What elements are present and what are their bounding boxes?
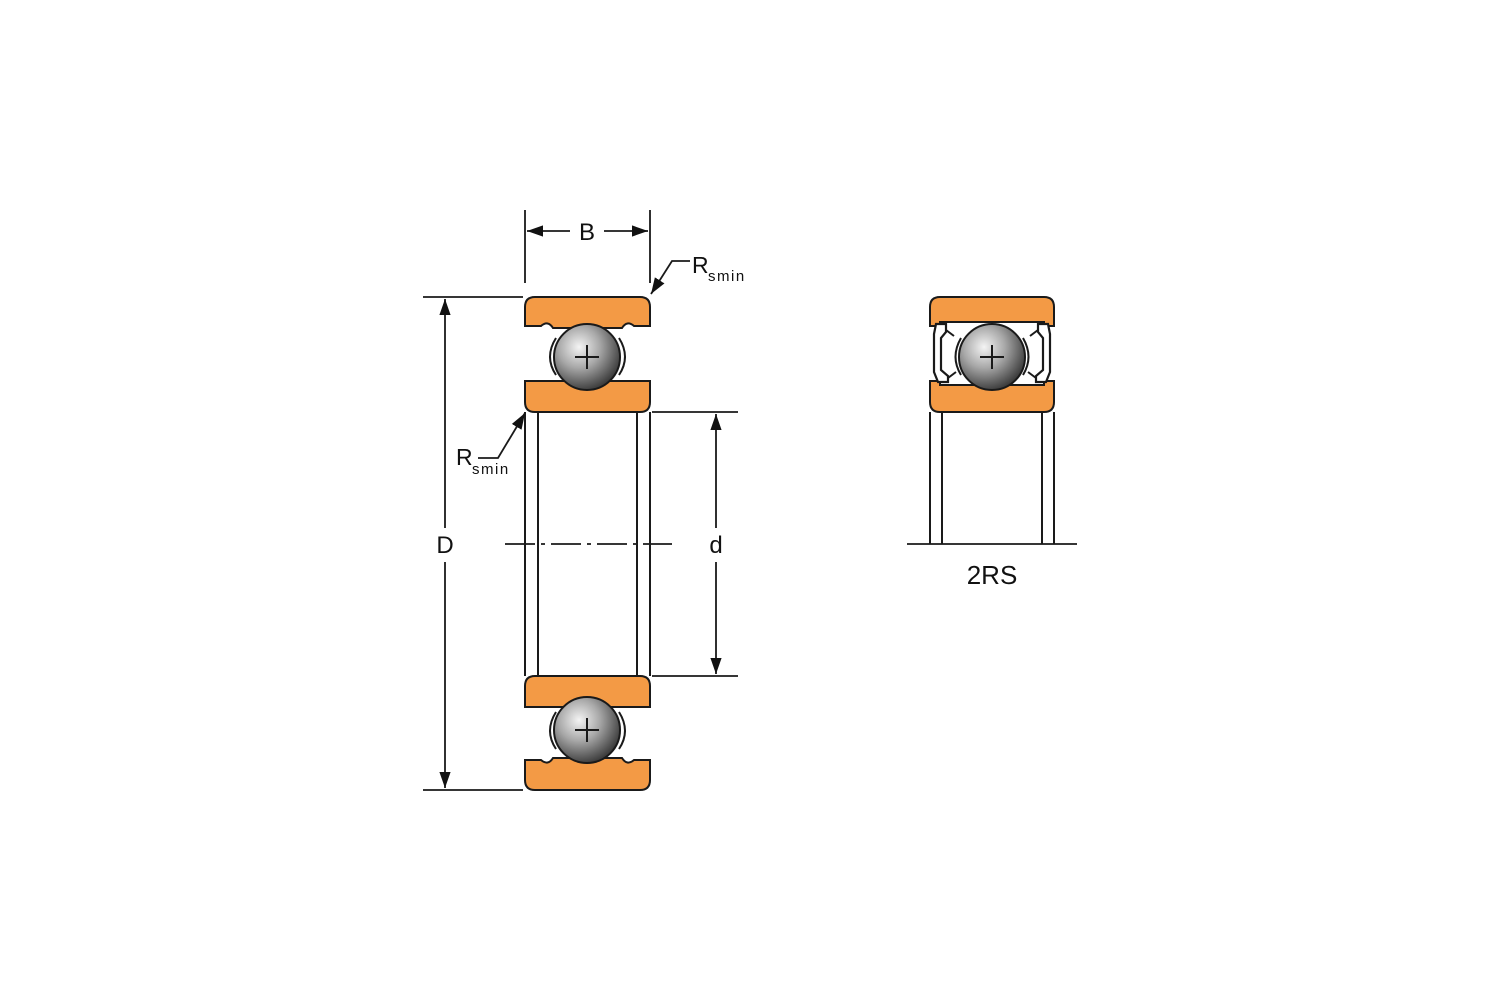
rsmin-top-main: R [692, 252, 709, 278]
rsmin-bottom-leader [478, 412, 526, 459]
sealed-bearing-section [907, 296, 1077, 545]
right-seal [1034, 322, 1052, 384]
bottom-outer-ring [524, 757, 651, 791]
sealed-cage-right [1022, 337, 1030, 376]
top-cage-left [549, 337, 557, 376]
rsmin-bottom-sub: smin [472, 461, 510, 478]
bottom-cage-right [618, 711, 626, 750]
sealed-cage-left [954, 337, 962, 376]
rsmin-bottom-main: R [456, 444, 473, 470]
top-cage-right [618, 337, 626, 376]
sealed-outer-ring [929, 296, 1055, 327]
top-outer-ring [524, 296, 651, 329]
seal-type-label: 2RS [967, 560, 1018, 590]
left-seal-lip [945, 329, 957, 379]
width-label: B [579, 219, 595, 246]
top-inner-ring [524, 380, 651, 413]
outer-diameter-label: D [436, 532, 453, 559]
right-seal-lip [1027, 329, 1039, 379]
bottom-inner-ring [524, 675, 651, 708]
bore-diameter-label: d [709, 532, 722, 559]
rsmin-top-sub: smin [708, 268, 746, 285]
main-bearing-section [423, 210, 738, 791]
bottom-cage-left [549, 711, 557, 750]
rsmin-top-leader [650, 260, 690, 295]
left-seal [932, 322, 950, 384]
sealed-inner-ring [929, 380, 1055, 413]
top-section [524, 296, 651, 413]
bottom-section [524, 675, 651, 791]
